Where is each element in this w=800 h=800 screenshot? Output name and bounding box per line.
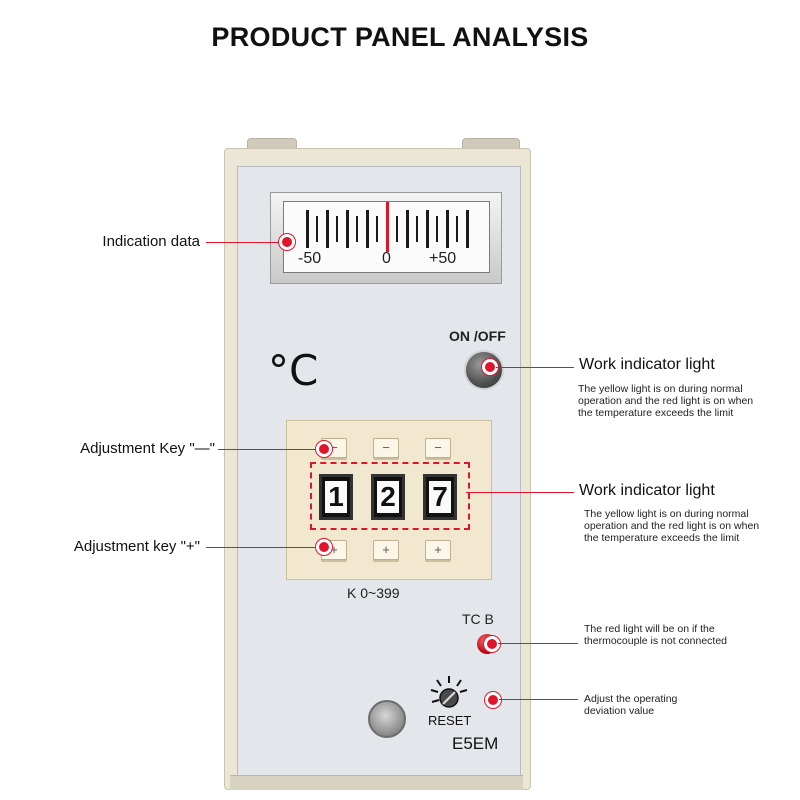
callout-work-light-2-title: Work indicator light xyxy=(579,482,715,499)
meter-tick xyxy=(306,210,309,248)
callout-dot xyxy=(484,636,500,652)
plus-key-ones[interactable]: + xyxy=(425,540,451,560)
digit-highlight-box xyxy=(310,462,470,530)
callout-line xyxy=(499,699,578,700)
meter-tick xyxy=(326,210,329,248)
deviation-meter: -50 0 +50 xyxy=(283,201,490,273)
callout-work-light-1-desc: the temperature exceeds the limit xyxy=(578,407,734,419)
meter-tick xyxy=(416,216,418,242)
meter-needle xyxy=(386,202,389,252)
meter-tick xyxy=(446,210,449,248)
callout-line xyxy=(206,242,282,243)
callout-work-light-1-title: Work indicator light xyxy=(579,356,715,373)
meter-scale-left: -50 xyxy=(298,250,322,267)
callout-work-light-2-desc: the temperature exceeds the limit xyxy=(584,532,740,544)
callout-dot xyxy=(316,539,332,555)
meter-tick xyxy=(336,216,338,242)
meter-scale-mid: 0 xyxy=(382,250,391,267)
meter-scale-right: +50 xyxy=(429,250,457,267)
meter-tick xyxy=(346,210,349,248)
callout-thermocouple-desc: The red light will be on if the xyxy=(584,623,715,635)
callout-deviation-desc: Adjust the operating xyxy=(584,693,678,705)
page-title: PRODUCT PANEL ANALYSIS xyxy=(211,22,589,52)
callout-work-light-1-desc: The yellow light is on during normal xyxy=(578,383,743,395)
model-label: E5EM xyxy=(452,734,499,753)
callout-work-light-2-desc: operation and the red light is on when xyxy=(584,520,760,532)
reset-label: RESET xyxy=(428,713,472,728)
callout-dot xyxy=(279,234,295,250)
callout-dot xyxy=(485,692,501,708)
meter-tick xyxy=(436,216,438,242)
callout-line xyxy=(498,643,578,644)
callout-work-light-2-desc: The yellow light is on during normal xyxy=(584,508,749,520)
meter-tick xyxy=(426,210,429,248)
callout-adjust-minus: Adjustment Key "—" xyxy=(80,440,215,457)
digit-ones: 7 xyxy=(429,481,451,513)
callout-deviation-desc: deviation value xyxy=(584,705,655,717)
meter-tick xyxy=(356,216,358,242)
callout-dot xyxy=(316,441,332,457)
meter-tick xyxy=(456,216,458,242)
meter-tick xyxy=(406,210,409,248)
minus-key-ones[interactable]: − xyxy=(425,438,451,458)
digit-wheel-tens: 2 xyxy=(371,474,405,520)
plus-key-tens[interactable]: + xyxy=(373,540,399,560)
unit-symbol: °C xyxy=(268,346,319,395)
meter-tick xyxy=(376,216,378,242)
meter-tick xyxy=(396,216,398,242)
reset-knob-icon[interactable] xyxy=(429,674,469,714)
callout-indication-data: Indication data xyxy=(102,233,200,250)
digit-tens: 2 xyxy=(377,481,399,513)
meter-tick xyxy=(316,216,318,242)
housing-rail xyxy=(230,775,523,790)
tc-label: TC B xyxy=(462,611,494,627)
digit-wheel-ones: 7 xyxy=(423,474,457,520)
callout-line xyxy=(218,449,318,450)
callout-line xyxy=(466,492,574,493)
meter-tick xyxy=(366,210,369,248)
digit-hundreds: 1 xyxy=(325,481,347,513)
digit-wheel-hundreds: 1 xyxy=(319,474,353,520)
callout-line xyxy=(496,367,574,368)
meter-tick xyxy=(466,210,469,248)
onoff-label: ON /OFF xyxy=(449,328,506,344)
callout-work-light-1-desc: operation and the red light is on when xyxy=(578,395,754,407)
minus-key-tens[interactable]: − xyxy=(373,438,399,458)
range-label: K 0~399 xyxy=(347,585,400,601)
screw-icon xyxy=(368,700,406,738)
callout-thermocouple-desc: thermocouple is not connected xyxy=(584,635,728,647)
callout-adjust-plus: Adjustment key "+" xyxy=(73,538,200,555)
callout-line xyxy=(206,547,318,548)
